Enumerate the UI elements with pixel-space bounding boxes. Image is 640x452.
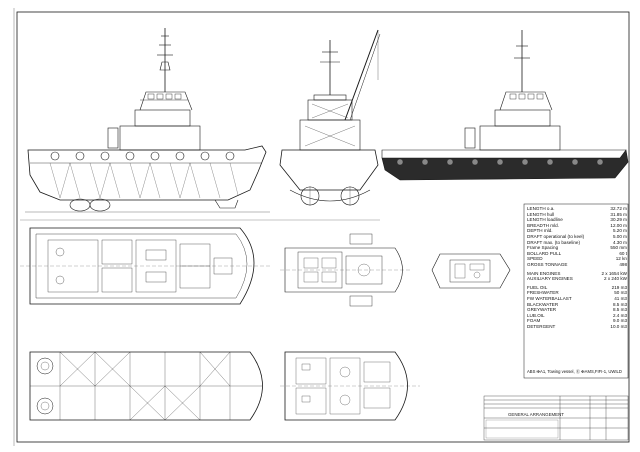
particular-value: 5.20 m — [612, 228, 627, 234]
particular-value: 60 t — [619, 250, 627, 256]
wheelhouse-top-plan-view — [431, 253, 511, 289]
particular-row: MAIN ENGINES 2 x 1654 kW — [527, 271, 627, 277]
particular-value: 8.5 m3 — [612, 307, 627, 313]
particular-value: 498 — [619, 261, 627, 267]
particular-row: GREYWATER 8.5 m3 — [527, 307, 627, 313]
particular-value: 4.30 m — [612, 239, 627, 245]
particular-value: 41 m3 — [614, 295, 627, 301]
particular-label: SPEED — [527, 256, 543, 262]
particular-label: BREADTH mld. — [527, 222, 559, 228]
particular-value: 32.72 m — [610, 206, 627, 211]
particular-label: LUB.OIL — [527, 312, 545, 318]
particular-row: BREADTH mld. 12.00 m — [527, 223, 627, 229]
particular-row: BOLLARD PULL 60 t — [527, 251, 627, 257]
particular-label: FRESHWATER — [527, 290, 559, 296]
particular-row: DRAFT max. (to baseline) 4.30 m — [527, 240, 627, 246]
particular-value: 10.0 m3 — [610, 323, 627, 329]
particular-row: LENGTH loadline 30.29 m — [527, 217, 627, 223]
particular-row: LENGTH hull 31.85 m — [527, 212, 627, 218]
particular-value: 31.85 m — [610, 211, 627, 217]
particular-label: DEPTH mld. — [527, 228, 553, 234]
particular-label: BOLLARD PULL — [527, 250, 562, 256]
classification-notation: ABS ✠A1, Towing vessel, Ⓔ ✠AMS,FIFI-1, U… — [527, 369, 622, 374]
particular-value: 8.5 m3 — [612, 301, 627, 307]
particular-row: FRESHWATER 50 m3 — [527, 290, 627, 296]
particular-value: 12 kn — [615, 256, 627, 262]
drawing-title: GENERAL ARRANGEMENT — [508, 412, 564, 417]
particular-row: FOAM 9.0 m3 — [527, 318, 627, 324]
particular-row: DRAFT operational (to keel) 5.00 m — [527, 234, 627, 240]
particular-value: 12.00 m — [610, 222, 627, 228]
particular-value: 550 mm — [610, 245, 627, 251]
particular-value: 9.0 m3 — [612, 318, 627, 324]
particular-row: SPEED 12 kn — [527, 256, 627, 262]
particular-label: DRAFT max. (to baseline) — [527, 239, 581, 245]
particular-row: FUEL OIL 219 m3 — [527, 285, 627, 291]
particular-value: 219 m3 — [611, 284, 627, 290]
particular-row: DETERGENT 10.0 m3 — [527, 324, 627, 330]
particular-row: LENGTH o.a. 32.72 m — [527, 206, 627, 212]
front-view — [279, 29, 381, 206]
particular-label: FUEL OIL — [527, 284, 548, 290]
side-elevation-painted-view — [381, 30, 629, 181]
particular-value: 50 m3 — [614, 290, 627, 296]
particular-value: 2.4 m3 — [612, 312, 627, 318]
particular-label: DRAFT operational (to keel) — [527, 233, 585, 239]
particular-value: 2 x 240 kW — [604, 276, 627, 282]
particular-value: 5.00 m — [612, 233, 627, 239]
particular-label: FW WATERBALLAST — [527, 295, 572, 301]
particular-row: Frame Spacing 550 mm — [527, 245, 627, 251]
particular-label: LENGTH hull — [527, 211, 555, 217]
particular-label: Frame Spacing — [527, 245, 559, 251]
particular-row: DEPTH mld. 5.20 m — [527, 228, 627, 234]
particular-label: LENGTH loadline — [527, 217, 563, 223]
lower-deck-plan-view — [280, 351, 420, 421]
side-elevation-view — [25, 28, 270, 213]
particular-row: FW WATERBALLAST 41 m3 — [527, 296, 627, 302]
particular-label: GROSS TONNAGE — [527, 261, 568, 267]
particular-label: MAIN ENGINES — [527, 270, 561, 276]
sheet-border — [16, 11, 630, 443]
tank-plan-view — [29, 351, 263, 421]
particular-row: AUXILIARY ENGINES 2 x 240 kW — [527, 276, 627, 282]
particular-row: BLACKWATER 8.5 m3 — [527, 302, 627, 308]
particular-label: BLACKWATER — [527, 301, 559, 307]
particular-label: FOAM — [527, 318, 541, 324]
bridge-deck-plan-view — [280, 233, 410, 307]
particular-value: 2 x 1654 kW — [601, 270, 627, 276]
particular-label: GREYWATER — [527, 307, 557, 313]
title-block — [483, 395, 629, 441]
particular-label: DETERGENT — [527, 323, 556, 329]
particular-row: LUB.OIL 2.4 m3 — [527, 313, 627, 319]
particular-label: LENGTH o.a. — [527, 206, 555, 211]
main-deck-plan-view — [20, 227, 270, 305]
particular-row: GROSS TONNAGE 498 — [527, 262, 627, 268]
particular-value: 30.29 m — [610, 217, 627, 223]
particulars-box — [523, 203, 629, 379]
particular-label: AUXILIARY ENGINES — [527, 276, 573, 282]
